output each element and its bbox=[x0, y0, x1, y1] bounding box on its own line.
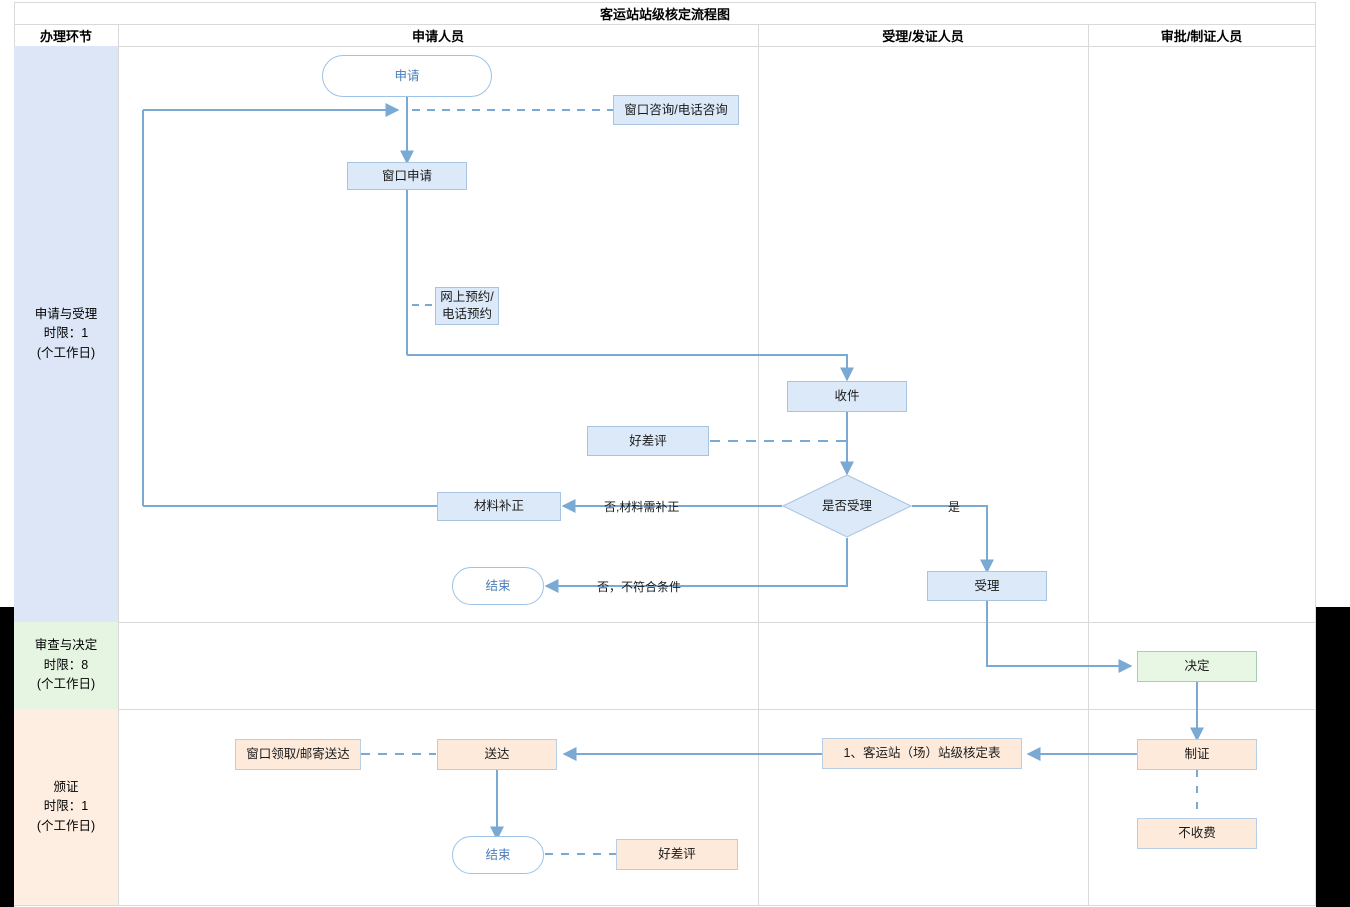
edge-label-no-not-qualified: 否，不符合条件 bbox=[597, 580, 682, 594]
node-deliver[interactable]: 送达 bbox=[437, 739, 557, 770]
edge-decision-to-end bbox=[544, 538, 848, 593]
node-make-cert[interactable]: 制证 bbox=[1137, 739, 1257, 770]
node-material-fix[interactable]: 材料补正 bbox=[437, 492, 561, 521]
grid-line-right bbox=[1315, 2, 1316, 905]
column-header-applicant: 申请人员 bbox=[411, 28, 464, 44]
grid-line-bottom bbox=[14, 905, 1316, 906]
diamond-shape bbox=[782, 474, 912, 538]
edge-decision-to-accept bbox=[912, 505, 994, 574]
grid-line-header bbox=[14, 46, 1316, 47]
column-header-approver: 审批/制证人员 bbox=[1160, 28, 1243, 44]
page-title: 客运站站级核定流程图 bbox=[599, 6, 730, 22]
edge-label-no-need-fix: 否,材料需补正 bbox=[604, 500, 680, 514]
lane-issue-limit: 时限：1 bbox=[43, 799, 89, 814]
node-start-apply[interactable]: 申请 bbox=[322, 55, 492, 97]
grid-line-top bbox=[14, 2, 1316, 3]
lane-label-issue: 颁证 时限：1 (个工作日) bbox=[14, 709, 118, 905]
node-online-booking[interactable]: 网上预约/ 电话预约 bbox=[435, 287, 499, 325]
node-pickup[interactable]: 窗口领取/邮寄送达 bbox=[235, 739, 361, 770]
node-end-issue[interactable]: 结束 bbox=[452, 836, 544, 874]
node-decide[interactable]: 决定 bbox=[1137, 651, 1257, 682]
column-header-stage: 办理环节 bbox=[39, 28, 92, 44]
node-no-fee[interactable]: 不收费 bbox=[1137, 818, 1257, 849]
grid-line-col3 bbox=[1088, 24, 1089, 905]
node-window-apply[interactable]: 窗口申请 bbox=[347, 162, 467, 190]
grid-line-col2 bbox=[758, 24, 759, 905]
letterbox-left bbox=[0, 607, 14, 907]
grid-line-lane1 bbox=[14, 622, 1316, 623]
lane-review-limit: 时限：8 bbox=[43, 657, 89, 672]
decision-accept-label: 是否受理 bbox=[821, 498, 872, 513]
lane-label-apply: 申请与受理 时限：1 (个工作日) bbox=[14, 46, 118, 622]
grid-line-title bbox=[14, 24, 1316, 25]
edge-accept-to-decide bbox=[986, 600, 1133, 673]
node-accept[interactable]: 受理 bbox=[927, 571, 1047, 601]
grid-line-lane2 bbox=[14, 709, 1316, 710]
edge-label-yes-accept: 是 bbox=[948, 500, 961, 514]
node-consult[interactable]: 窗口咨询/电话咨询 bbox=[613, 95, 739, 125]
node-receive[interactable]: 收件 bbox=[787, 381, 907, 412]
lane-apply-name: 申请与受理 bbox=[34, 306, 98, 321]
node-rating-top[interactable]: 好差评 bbox=[587, 426, 709, 456]
lane-label-review: 审查与决定 时限：8 (个工作日) bbox=[14, 622, 118, 709]
node-rating-bottom[interactable]: 好差评 bbox=[616, 839, 738, 870]
grid-line-col1 bbox=[118, 24, 119, 905]
letterbox-right bbox=[1316, 607, 1350, 907]
lane-review-name: 审查与决定 bbox=[34, 638, 98, 653]
column-header-acceptor: 受理/发证人员 bbox=[882, 28, 964, 44]
lane-review-unit: (个工作日) bbox=[36, 677, 96, 692]
node-cert-form[interactable]: 1、客运站（场）站级核定表 bbox=[822, 738, 1022, 769]
lane-issue-name: 颁证 bbox=[53, 779, 79, 794]
lane-apply-unit: (个工作日) bbox=[36, 345, 96, 360]
lane-apply-limit: 时限：1 bbox=[43, 326, 89, 341]
lane-issue-unit: (个工作日) bbox=[36, 818, 96, 833]
edge-rail-to-receive bbox=[407, 354, 854, 382]
node-end-apply[interactable]: 结束 bbox=[452, 567, 544, 605]
node-decision-accept[interactable]: 是否受理 bbox=[782, 474, 912, 538]
